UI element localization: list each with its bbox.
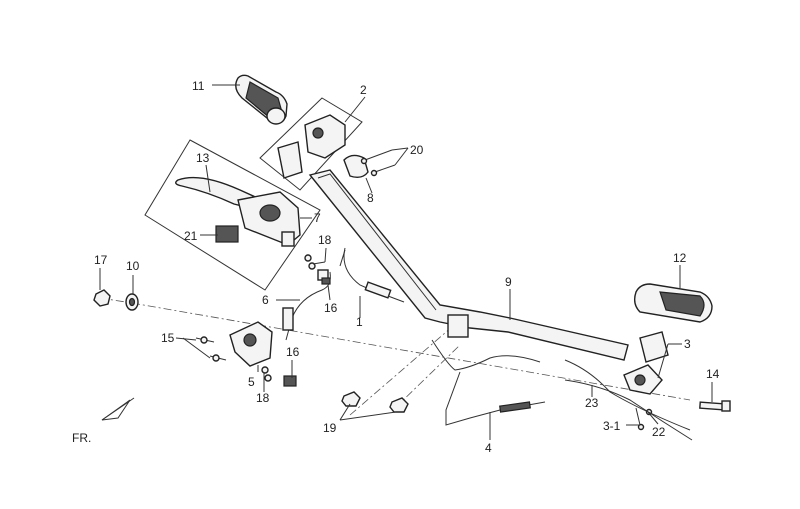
callout-labels: 11 2 20 8 13 7 21 18 16 6 1 17 10 9 12 1… xyxy=(72,79,720,455)
callout-14: 14 xyxy=(706,367,720,381)
brake-switch xyxy=(215,225,239,243)
banjo-bolts-and-washers xyxy=(261,254,331,387)
callout-9: 9 xyxy=(505,275,512,289)
callout-21: 21 xyxy=(184,229,198,243)
lever-bracket xyxy=(229,321,273,367)
callout-11: 11 xyxy=(192,79,205,93)
left-grip xyxy=(235,74,288,125)
callout-6: 6 xyxy=(262,293,269,307)
callout-19: 19 xyxy=(323,421,337,435)
callout-16-bottom: 16 xyxy=(286,345,300,359)
callout-20: 20 xyxy=(410,143,424,157)
callout-leader-lines xyxy=(99,84,713,440)
screws xyxy=(360,149,396,177)
right-grip xyxy=(633,283,713,323)
assembly-axis-lines xyxy=(99,297,691,416)
front-direction-arrow xyxy=(101,397,135,421)
callout-12: 12 xyxy=(673,251,687,265)
right-switch-housing xyxy=(623,331,669,395)
handlebar-clamp xyxy=(447,314,469,338)
bolt xyxy=(699,400,731,412)
callout-18-top: 18 xyxy=(318,233,332,247)
bar-end-weight xyxy=(125,293,139,311)
callout-7: 7 xyxy=(314,211,321,225)
master-cylinder xyxy=(237,191,301,247)
switch-housing xyxy=(277,114,346,179)
switch-cable-2 xyxy=(564,379,693,441)
switch-cable xyxy=(564,359,691,431)
front-indicator-label: FR. xyxy=(72,431,91,445)
callout-16-top: 16 xyxy=(324,301,338,315)
callout-5: 5 xyxy=(248,375,255,389)
callout-8: 8 xyxy=(367,191,374,205)
switch-screws xyxy=(635,407,653,431)
handlebar-bolts xyxy=(341,391,409,413)
switch-housing-detail-box xyxy=(259,97,363,191)
callout-15: 15 xyxy=(161,331,175,345)
callout-3-1: 3-1 xyxy=(603,419,621,433)
clutch-cable xyxy=(431,339,546,426)
callout-2: 2 xyxy=(360,83,367,97)
nut xyxy=(93,289,111,307)
callout-18-bottom: 18 xyxy=(256,391,270,405)
callout-10: 10 xyxy=(126,259,140,273)
callout-1: 1 xyxy=(356,315,363,329)
callout-17: 17 xyxy=(94,253,108,267)
callout-13: 13 xyxy=(196,151,210,165)
callout-4: 4 xyxy=(485,441,492,455)
callout-23: 23 xyxy=(585,396,599,410)
callout-3: 3 xyxy=(684,337,691,351)
bracket-screws xyxy=(195,336,227,362)
brake-lever-detail-box xyxy=(144,139,321,291)
callout-22: 22 xyxy=(652,425,666,439)
handlebar xyxy=(308,169,629,361)
